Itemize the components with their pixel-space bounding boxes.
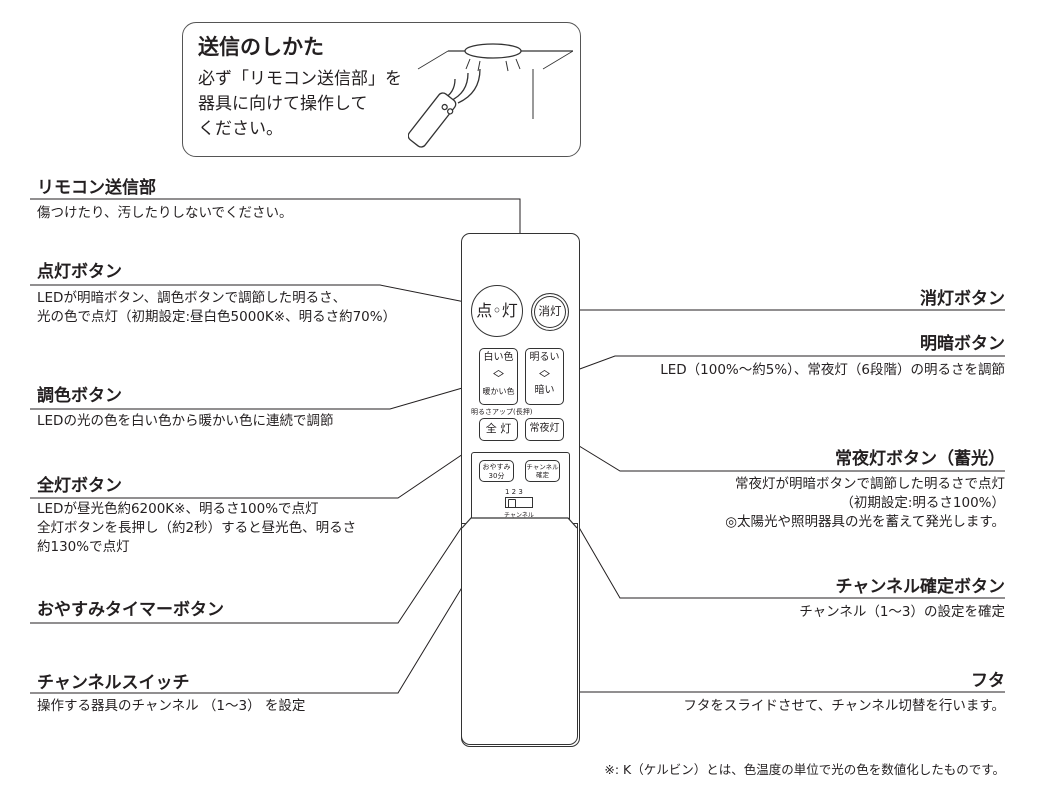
lid-edge [461, 517, 578, 529]
kelvin-footnote: ※: K（ケルビン）とは、色温度の単位で光の色を数値化したものです。 [604, 762, 1005, 777]
channel-confirm-button[interactable]: チャンネル 確定 [525, 460, 560, 482]
instructions-title: 送信のしかた [198, 35, 324, 59]
longpress-note: 明るさアップ(長押) [471, 408, 533, 416]
channel-switch-knob[interactable] [508, 499, 516, 508]
channel-switch[interactable] [505, 497, 533, 508]
color-button-desc: LEDの光の色を白い色から暖かい色に連続で調節 [37, 413, 334, 429]
color-warm-label: 暖かい色 [482, 387, 515, 396]
channel-switch-desc: 操作する器具のチャンネル （1〜3） を設定 [37, 698, 306, 714]
channel-switch-title: チャンネルスイッチ [37, 673, 190, 693]
leader-transmitter [30, 198, 521, 233]
instructions-body: 必ず「リモコン送信部」を 器具に向けて操作して ください。 [198, 69, 402, 139]
off-button-title: 消灯ボタン [920, 289, 1005, 309]
full-button-title: 全灯ボタン [37, 476, 122, 496]
transmitter-desc: 傷つけたり、汚したりしないでください。 [37, 205, 293, 221]
brightness-button-title: 明暗ボタン [920, 334, 1005, 354]
on-button-title: 点灯ボタン [37, 262, 122, 282]
color-button[interactable]: 白い色 ︿ ﹀ 暖かい色 [479, 348, 518, 405]
leader-on-button [30, 284, 481, 306]
brightness-arrows-icon: ︿ ﹀ [539, 363, 550, 385]
color-warmer-label: 白い色 [483, 352, 514, 363]
channel-confirm-desc: チャンネル（1〜3）の設定を確定 [799, 604, 1005, 620]
on-button-desc: LEDが明暗ボタン、調色ボタンで調節した明るさ、 光の色で点灯（初期設定:昼白色… [37, 290, 397, 325]
channel-confirm-title: チャンネル確定ボタン [835, 577, 1006, 597]
leader-color-button [30, 381, 484, 410]
off-button[interactable]: 消灯 [531, 293, 569, 331]
nightlight-button-desc: 常夜灯が明暗ボタンで調節した明るさで点灯 （初期設定:明るさ100%） ◎太陽光… [725, 476, 1005, 530]
brightness-button-desc: LED（100%〜約5%）、常夜灯（6段階）の明るさを調節 [660, 362, 1005, 378]
channel-numbers: 1 2 3 [505, 488, 523, 496]
nightlight-button-title: 常夜灯ボタン（蓄光） [835, 449, 1005, 469]
brightness-up-label: 明るい [529, 352, 560, 363]
remote-pointing-illustration [408, 43, 573, 148]
transmitter-title: リモコン送信部 [37, 178, 156, 198]
color-arrows-icon: ︿ ﹀ [493, 363, 504, 385]
lid-desc: フタをスライドさせて、チャンネル切替を行います。 [683, 698, 1005, 714]
remote-lid[interactable] [461, 523, 578, 745]
full-light-button[interactable]: 全 灯 [479, 418, 518, 441]
sleep-timer-title: おやすみタイマーボタン [37, 600, 224, 620]
nightlight-button[interactable]: 常夜灯 [525, 418, 564, 441]
color-button-title: 調色ボタン [37, 386, 122, 406]
sleep-timer-button[interactable]: おやすみ 30分 [479, 460, 514, 482]
lid-title: フタ [971, 671, 1005, 691]
transmit-instructions-box: 送信のしかた 必ず「リモコン送信部」を 器具に向けて操作して ください。 [182, 22, 581, 157]
on-button[interactable]: 点◦灯 [471, 285, 523, 337]
full-button-desc: LEDが昼光色約6200K※、明るさ100%で点灯 全灯ボタンを長押し（約2秒）… [37, 501, 357, 555]
brightness-down-label: 暗い [534, 385, 555, 396]
brightness-button[interactable]: 明るい ︿ ﹀ 暗い [525, 348, 564, 405]
channel-switch-label: チャンネル [504, 512, 534, 519]
